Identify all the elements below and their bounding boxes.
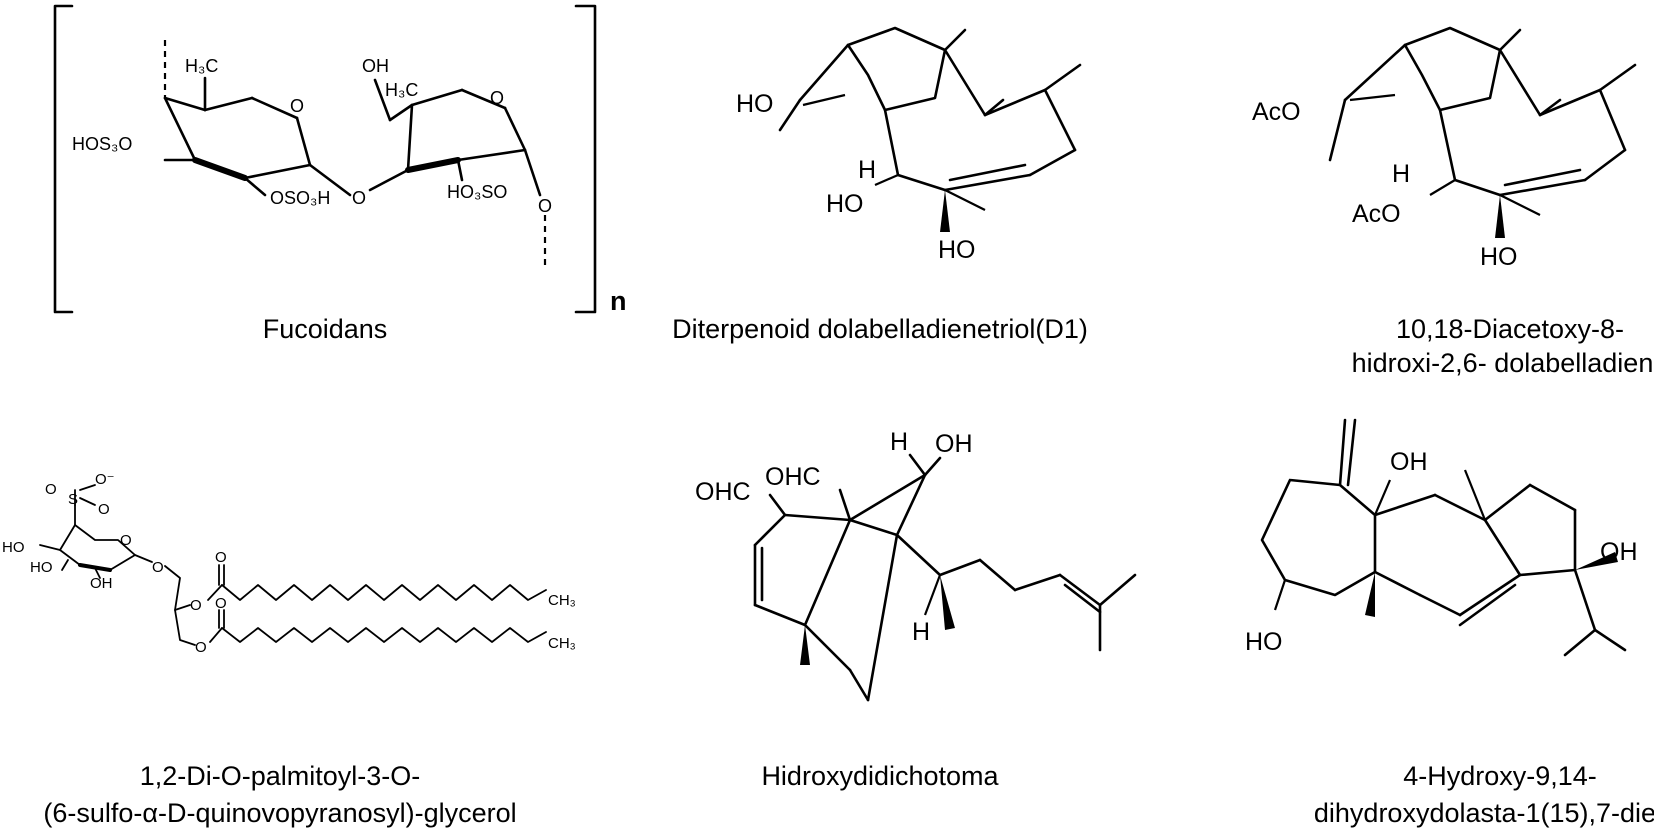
fucoidans-caption: Fucoidans bbox=[263, 314, 388, 344]
hidroxydidichotoma-caption: Hidroxydidichotoma bbox=[761, 761, 999, 791]
sqdg-ch3a-label: CH₃ bbox=[548, 592, 576, 609]
sqdg-s-label: S bbox=[68, 491, 78, 508]
fuc-ho3so-label: HO₃SO bbox=[447, 182, 507, 202]
sqdg-gly-o: O bbox=[152, 559, 164, 576]
sqdg-ominus-label: O⁻ bbox=[95, 471, 115, 488]
sqdg-caption-line2: (6-sulfo-α-D-quinovopyranosyl)-glycerol bbox=[43, 798, 516, 828]
dolastadiene-caption-line2: dihydroxydolasta-1(15),7-diene bbox=[1314, 798, 1654, 828]
hd-ohc1-label: OHC bbox=[695, 478, 751, 506]
diac-ho-label: HO bbox=[1480, 243, 1518, 271]
sqdg-ho2-label: HO bbox=[30, 559, 53, 576]
right-bracket bbox=[574, 4, 597, 314]
sqdg-ester-o1: O bbox=[190, 597, 202, 614]
sqdg-oh-label: OH bbox=[90, 575, 113, 592]
sqdg-ester-o2: O bbox=[195, 639, 207, 656]
hidroxydidichotoma-structure: H OH OHC OHC H Hidroxydidichotoma bbox=[695, 428, 1137, 791]
left-bracket bbox=[53, 4, 74, 314]
d1-ho3-label: HO bbox=[938, 236, 976, 264]
fucoidans-structure: n H₃C HOS₃O O OSO₃H O OH H₃C O H bbox=[53, 4, 627, 344]
diac-h-label: H bbox=[1392, 160, 1410, 188]
dolabelladienetriol-structure: HO H HO HO Diterpenoid dolabelladienetri… bbox=[672, 26, 1088, 344]
diac-aco2-label: AcO bbox=[1352, 200, 1401, 228]
sqdg-carbonyl-o1: O bbox=[215, 549, 227, 566]
dol-ho-label: HO bbox=[1245, 628, 1283, 656]
fuc-ring-o3: O bbox=[490, 88, 504, 108]
fuc-oso3h-label: OSO₃H bbox=[270, 188, 330, 208]
sqdg-structure: S O⁻ O O HO HO OH O O O O O CH₃ O CH₃ 1, bbox=[2, 471, 576, 828]
dol-oh2-label: OH bbox=[1600, 538, 1638, 566]
d1-ho2-label: HO bbox=[826, 190, 864, 218]
sqdg-ho1-label: HO bbox=[2, 539, 25, 556]
sqdg-carbonyl-o2: O bbox=[215, 595, 227, 612]
diacetoxy-structure: AcO H AcO HO 10,18-Diacetoxy-8- hidroxi-… bbox=[1252, 26, 1654, 378]
hd-h1-label: H bbox=[890, 428, 908, 456]
dolastadiene-caption-line1: 4-Hydroxy-9,14- bbox=[1403, 761, 1597, 791]
d1-h-label: H bbox=[858, 156, 876, 184]
diacetoxy-caption-line1: 10,18-Diacetoxy-8- bbox=[1396, 314, 1624, 344]
dol-oh1-label: OH bbox=[1390, 448, 1428, 476]
sqdg-ch3b-label: CH₃ bbox=[548, 635, 576, 652]
fuc-ch3a-label: H₃C bbox=[185, 56, 218, 76]
hd-oh-label: OH bbox=[935, 430, 973, 458]
fuc-link-o5: O bbox=[538, 196, 552, 216]
dolabelladienetriol-caption: Diterpenoid dolabelladienetriol(D1) bbox=[672, 314, 1088, 344]
diac-aco1-label: AcO bbox=[1252, 98, 1301, 126]
dolastadiene-structure: OH OH HO 4-Hydroxy-9,14- dihydroxydolast… bbox=[1245, 418, 1654, 828]
sqdg-os2-label: O bbox=[98, 501, 110, 518]
fuc-ring-o1: O bbox=[290, 96, 304, 116]
hd-h2-label: H bbox=[912, 618, 930, 646]
sqdg-ring-o: O bbox=[120, 532, 132, 549]
hd-ohc2-label: OHC bbox=[765, 463, 821, 491]
d1-ho1-label: HO bbox=[736, 90, 774, 118]
fuc-hoso3-label: HOS₃O bbox=[72, 134, 132, 154]
diacetoxy-caption-line2: hidroxi-2,6- dolabelladiene bbox=[1352, 348, 1654, 378]
fuc-oh-label: OH bbox=[362, 56, 389, 76]
sqdg-caption-line1: 1,2-Di-O-palmitoyl-3-O- bbox=[140, 761, 421, 791]
sqdg-os1-label: O bbox=[45, 481, 57, 498]
repeat-unit-n: n bbox=[610, 286, 627, 316]
fuc-link-o2: O bbox=[352, 188, 366, 208]
fuc-ch3b-label: H₃C bbox=[385, 80, 418, 100]
